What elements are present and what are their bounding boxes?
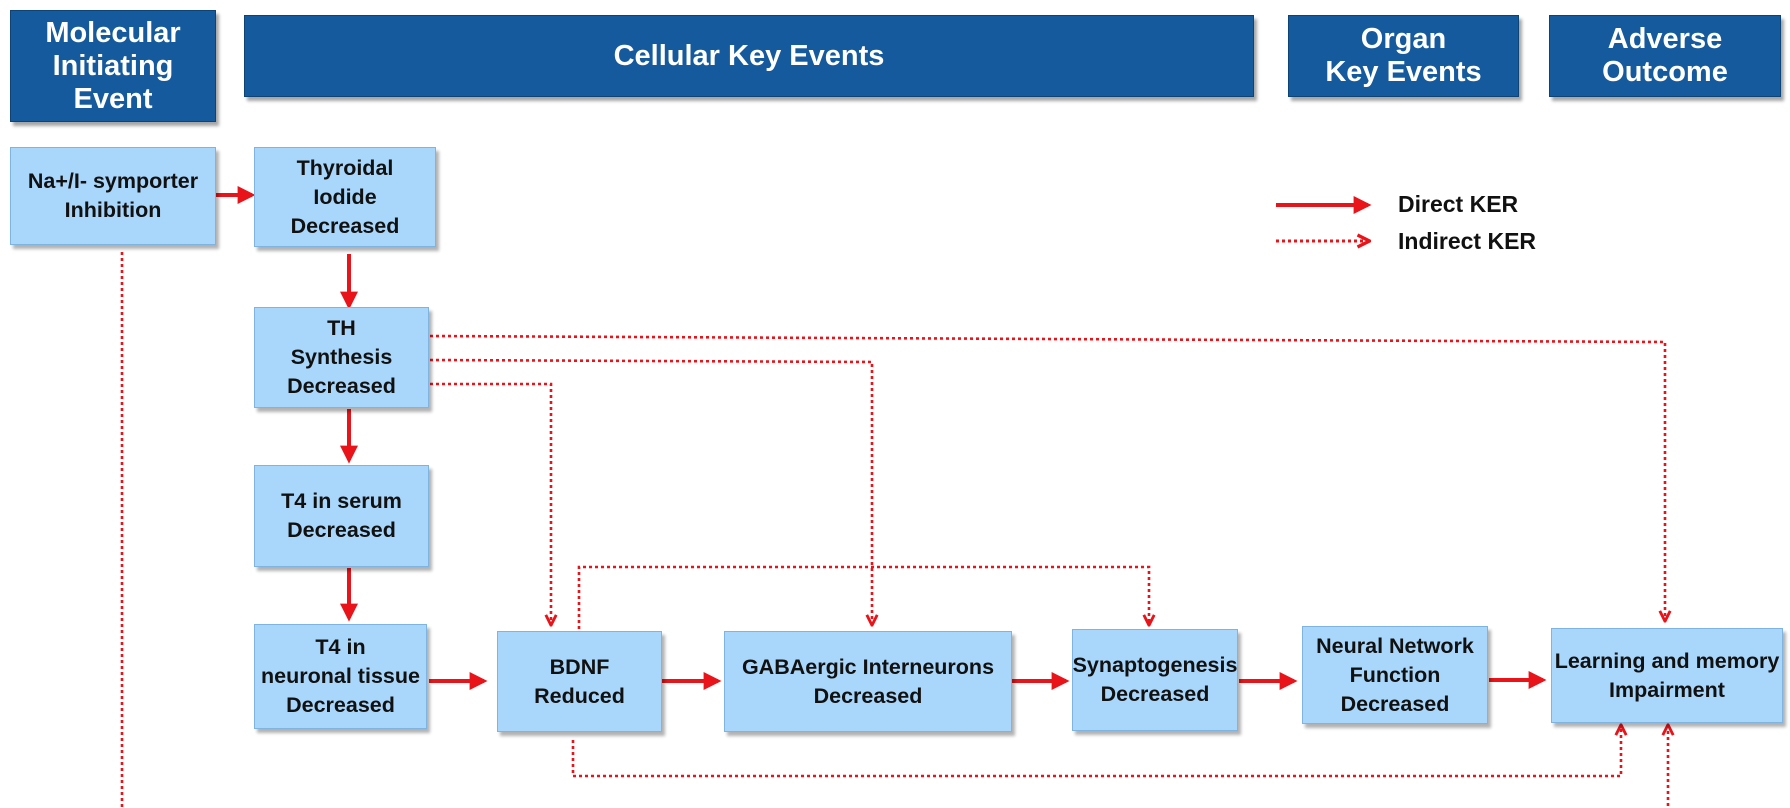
edge-th-synthesis-to-bdnf <box>430 382 551 624</box>
node-t4-serum: T4 in serum Decreased <box>254 465 429 567</box>
header-organ-key-events: Organ Key Events <box>1288 15 1519 97</box>
header-molecular-initiating-event: Molecular Initiating Event <box>10 10 216 122</box>
edge-bdnf-to-synaptogenesis <box>577 565 1149 629</box>
node-t4-neuronal: T4 in neuronal tissue Decreased <box>254 624 427 729</box>
edge-th-synthesis-to-learning <box>429 334 1665 620</box>
header-adverse-outcome: Adverse Outcome <box>1549 15 1781 97</box>
legend-indirect-label: Indirect KER <box>1398 228 1537 254</box>
node-thyroidal-iodide: Thyroidal Iodide Decreased <box>254 147 436 247</box>
node-nis-inhibition: Na+/I- symporter Inhibition <box>10 147 216 245</box>
node-gabaergic-interneurons: GABAergic Interneurons Decreased <box>724 631 1012 732</box>
legend-direct-label: Direct KER <box>1398 191 1519 217</box>
header-cellular-key-events: Cellular Key Events <box>244 15 1254 97</box>
node-bdnf: BDNF Reduced <box>497 631 662 732</box>
edge-nis-to-learning <box>120 252 1668 808</box>
edge-bdnf-to-learning <box>571 726 1621 778</box>
node-neural-network-function: Neural Network Function Decreased <box>1302 626 1488 724</box>
node-th-synthesis: TH Synthesis Decreased <box>254 307 429 408</box>
edge-th-synthesis-to-gaba <box>429 358 872 624</box>
node-learning-memory-impairment: Learning and memory Impairment <box>1551 628 1783 723</box>
node-synaptogenesis: Synaptogenesis Decreased <box>1072 629 1238 731</box>
